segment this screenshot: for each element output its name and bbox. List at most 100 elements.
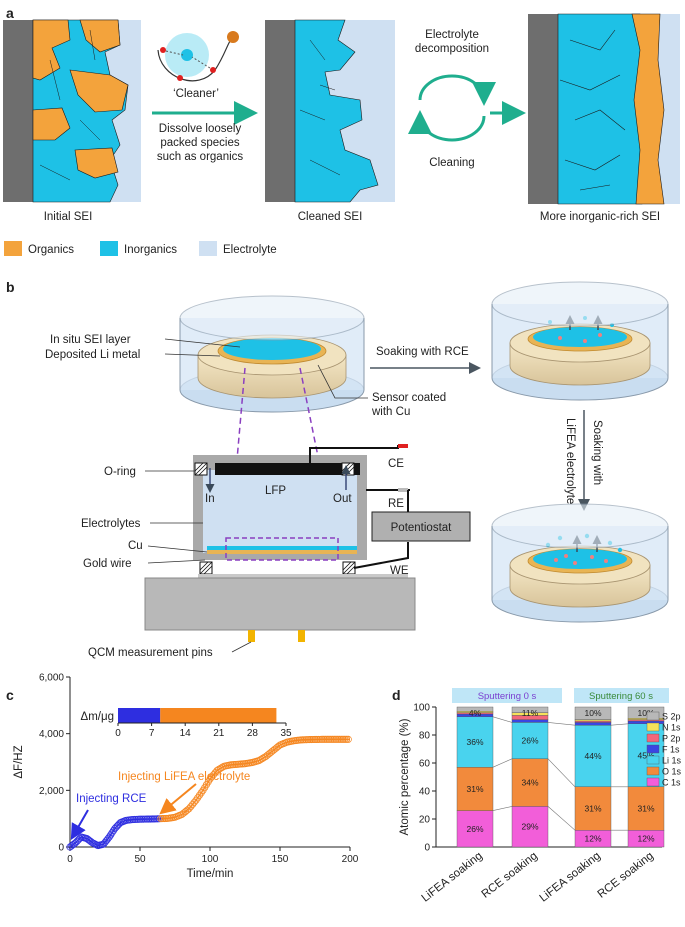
c-annotation-lifea: Injecting LiFEA electrolyte <box>118 771 250 783</box>
cell-cylinder-top <box>179 295 365 413</box>
d-legend-label: Li 1s <box>662 756 682 766</box>
c-data-point <box>208 773 216 781</box>
c-data-point <box>100 840 108 848</box>
d-y-tick-label: 100 <box>413 703 430 714</box>
we-label: WE <box>390 565 409 577</box>
d-y-tick-label: 60 <box>419 759 431 770</box>
panel-b-label: b <box>6 279 15 295</box>
d-bar-o1s <box>627 786 665 831</box>
d-bar-o1s <box>511 758 549 807</box>
d-tag-0s-bg <box>452 688 562 703</box>
c-data-point <box>192 796 200 804</box>
d-connector <box>547 758 576 788</box>
cell-cross-section <box>144 444 471 642</box>
cleaner-molecule-icon <box>157 31 239 82</box>
electrolytes-label: Electrolytes <box>81 518 141 530</box>
potentiostat-label: Potentiostat <box>391 522 453 534</box>
c-data-point <box>153 815 162 823</box>
d-y-tick-label: 0 <box>424 843 430 854</box>
c-data-point <box>209 771 218 779</box>
d-bar-n1s <box>574 719 612 722</box>
dissolve-line-2: packed species <box>160 137 240 149</box>
d-bar-p2p <box>574 720 612 723</box>
d-legend-swatch <box>646 755 660 765</box>
c-data-point <box>129 815 137 824</box>
c-data-point <box>335 735 344 743</box>
c-data-point <box>101 838 109 846</box>
soak-lifea-label-2: LiFEA electrolyte <box>564 418 576 504</box>
panel-d-label: d <box>392 687 401 703</box>
c-data-point <box>311 735 319 744</box>
potentiostat-box <box>371 511 471 542</box>
c-data-point <box>304 736 312 744</box>
c-x-tick-label: 100 <box>202 854 219 865</box>
decomp-line-1: Electrolyte <box>425 29 479 41</box>
cell-cylinder-lifea <box>491 503 669 623</box>
d-legend-swatch <box>646 744 660 754</box>
c-data-point <box>339 735 347 743</box>
cell-cylinder-rce <box>491 281 669 401</box>
c-data-point <box>258 754 267 763</box>
c-x-tick-label: 150 <box>272 854 289 865</box>
c-data-point <box>302 736 310 744</box>
c-data-point <box>136 815 144 823</box>
d-bar-label: 26% <box>521 736 538 746</box>
qcm-label: QCM measurement pins <box>88 647 213 659</box>
c-data-point <box>307 735 316 744</box>
c-data-point <box>306 736 314 744</box>
d-legend-label: C 1s <box>662 778 681 788</box>
c-data-point <box>297 736 305 744</box>
c-inset-segment-0 <box>118 708 161 723</box>
legend-organics: Organics <box>28 244 74 256</box>
c-data-point <box>132 815 141 823</box>
soak-lifea-label-1: Soaking with <box>591 420 603 485</box>
d-x-tick-label: LiFEA soaking <box>420 850 485 905</box>
c-data-point <box>321 735 330 743</box>
c-data-point <box>190 798 198 806</box>
legend-swatch-electrolyte <box>199 241 217 256</box>
c-data-point <box>93 841 101 849</box>
step-cleaned-sei: Cleaned SEI <box>298 211 363 223</box>
c-data-point <box>150 815 158 823</box>
c-data-point <box>206 775 214 783</box>
d-connector <box>492 716 513 723</box>
c-data-point <box>215 765 223 773</box>
c-data-point <box>260 753 268 761</box>
soak-rce-label: Soaking with RCE <box>376 346 469 358</box>
d-bar-label: 12% <box>637 834 654 844</box>
c-y-tick-label: 4,000 <box>39 729 64 740</box>
c-data-point <box>194 794 202 802</box>
c-data-point <box>342 735 351 743</box>
c-x-axis-title: Time/min <box>187 868 234 880</box>
d-bar-f1s <box>574 722 612 726</box>
legend-swatch-inorganics <box>100 241 118 256</box>
c-inset-tick-label: 35 <box>280 728 292 739</box>
d-y-axis-title: Atomic percentage (%) <box>399 718 411 835</box>
d-legend-swatch <box>646 722 660 732</box>
d-connector <box>492 758 513 768</box>
panel-b: b In situ SEI layer Deposited Li metal S… <box>6 279 669 659</box>
d-bar-s2p <box>511 706 549 713</box>
d-legend-label: S 2p <box>662 712 681 722</box>
panel-c-label: c <box>6 687 14 703</box>
cleaned-sei-illustration <box>265 19 395 203</box>
c-data-point <box>138 815 146 823</box>
gold-wire-label: Gold wire <box>83 558 132 570</box>
c-y-tick-label: 2,000 <box>39 786 64 797</box>
c-y-tick-label: 6,000 <box>39 673 64 684</box>
d-bar-label: 10% <box>637 708 654 718</box>
c-data-point <box>162 814 170 823</box>
d-bar-c1s <box>511 806 549 848</box>
c-data-point <box>197 789 205 797</box>
d-bar-o1s <box>574 786 612 831</box>
d-x-tick-label: RCE soaking <box>596 850 656 901</box>
c-data-point <box>334 735 342 743</box>
oring-label: O-ring <box>104 466 136 478</box>
c-data-point <box>320 735 328 743</box>
li-metal-label: Deposited Li metal <box>45 349 140 361</box>
d-bar-label: 44% <box>584 751 601 761</box>
c-inset-tick-label: 0 <box>115 728 121 739</box>
c-inset-segment-1 <box>160 708 277 723</box>
